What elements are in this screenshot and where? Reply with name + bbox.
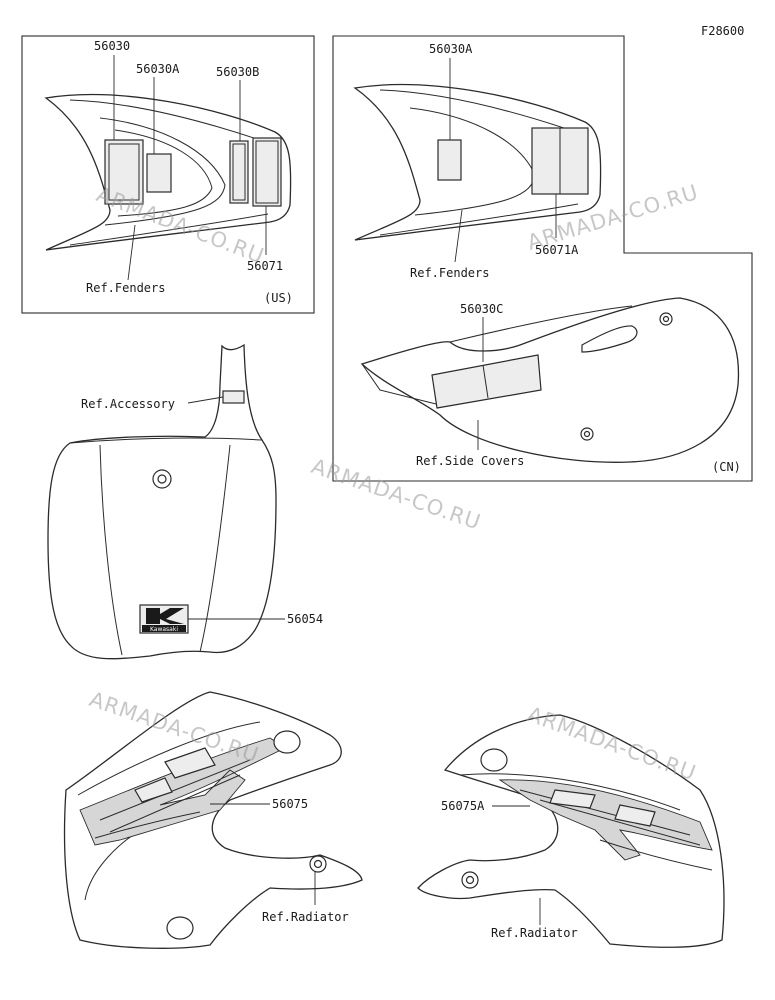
us-panel-frame [21, 35, 315, 314]
us-decal-56030A [146, 153, 172, 193]
shroud-right: 56075A Ref.Radiator [417, 714, 725, 948]
diagram-code: F28600 [701, 24, 744, 38]
shroud-right-label-56075A: 56075A [441, 799, 485, 813]
cn-label-ref-side-covers: Ref.Side Covers [416, 454, 524, 468]
cn-panel-frame [332, 35, 753, 482]
shroud-left: 56075 Ref.Radiator [63, 691, 363, 949]
us-label-56030A: 56030A [136, 62, 180, 76]
cn-decal-56030A [437, 139, 462, 181]
kawasaki-logo-text: Kawasaki [150, 626, 178, 633]
shroud-left-label-ref-radiator: Ref.Radiator [262, 910, 349, 924]
cn-label-56030C: 56030C [460, 302, 503, 316]
shroud-left-body [63, 691, 363, 949]
us-decal-56071 [252, 137, 282, 207]
cn-decal-56030C [431, 354, 542, 409]
us-label-56030: 56030 [94, 39, 130, 53]
cn-side-cover [360, 297, 740, 463]
us-label-56071: 56071 [247, 259, 283, 273]
cn-label-region: (CN) [712, 460, 741, 474]
cn-panel: 56030A 56071A Ref.Fenders 56030C Ref.Sid… [332, 35, 753, 482]
number-plate: Kawasaki Ref.Accessory 56054 [47, 343, 323, 660]
kawasaki-k-icon [146, 608, 184, 624]
shroud-right-body [417, 714, 725, 948]
us-decal-56030 [104, 139, 144, 205]
us-label-region: (US) [264, 291, 293, 305]
number-plate-label-ref-accessory: Ref.Accessory [81, 397, 175, 411]
shroud-right-label-ref-radiator: Ref.Radiator [491, 926, 578, 940]
cn-label-ref-fenders: Ref.Fenders [410, 266, 489, 280]
us-label-ref-fenders: Ref.Fenders [86, 281, 165, 295]
number-plate-accessory-tab [222, 390, 245, 404]
cn-label-56071A: 56071A [535, 243, 579, 257]
number-plate-label-56054: 56054 [287, 612, 323, 626]
us-decal-56030B [229, 140, 249, 204]
us-label-56030B: 56030B [216, 65, 259, 79]
cn-label-56030A: 56030A [429, 42, 473, 56]
cn-rear-fender [353, 83, 602, 241]
shroud-left-label-56075: 56075 [272, 797, 308, 811]
us-panel: 56030 56030A 56030B 56071 Ref.Fenders (U… [21, 35, 315, 314]
